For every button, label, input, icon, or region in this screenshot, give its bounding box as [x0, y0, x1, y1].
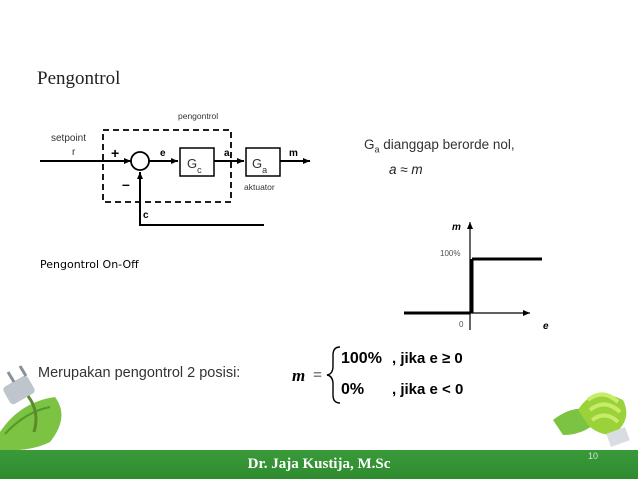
case1-condition: , jika e ≥ 0 — [392, 350, 463, 367]
plug-icon — [0, 365, 62, 451]
setpoint-label: setpoint — [51, 133, 86, 144]
equation-lhs: m — [292, 366, 305, 385]
section-subtitle: Pengontrol On-Off — [40, 258, 139, 271]
svg-text:Ga: Ga — [252, 156, 267, 175]
footer-author: Dr. Jaja Kustija, M.Sc — [247, 456, 391, 472]
minus-sign: – — [122, 176, 130, 192]
controller-group-box — [102, 129, 232, 203]
plot-y-label: m — [452, 222, 461, 233]
actuator-label: aktuator — [244, 182, 275, 192]
case2-condition: , jika e < 0 — [392, 381, 463, 398]
assumption-sub: a — [374, 144, 380, 155]
assumption-line-2: a ≈ m — [389, 162, 423, 177]
actuator-block-label: G — [252, 156, 262, 171]
plot-level-label: 100% — [440, 249, 460, 258]
assumption-g: G — [364, 137, 375, 152]
input-signal-label: r — [72, 147, 76, 158]
description-text: Merupakan pengontrol 2 posisi: — [38, 365, 241, 381]
page-number: 10 — [588, 451, 599, 461]
plot-x-label: e — [543, 321, 549, 332]
assumption-line-1: Ga dianggap berorde nol, — [364, 137, 515, 155]
equation-equals: = — [313, 367, 322, 384]
equation-brace — [326, 346, 341, 404]
feedback-line — [137, 172, 264, 226]
plot-origin-label: 0 — [459, 320, 464, 329]
light-bulb-icon — [553, 392, 630, 447]
assumption-rest: dianggap berorde nol, — [379, 137, 515, 152]
actuator-block — [245, 147, 281, 177]
controller-block-sub: c — [197, 165, 202, 175]
case1-value: 100% — [341, 350, 382, 367]
case2-value: 0% — [341, 381, 364, 398]
controller-block-label: G — [187, 156, 197, 171]
feedback-label: c — [143, 210, 149, 221]
svg-text:Gc: Gc — [187, 156, 202, 175]
footer-bar — [0, 450, 638, 479]
output-label: m — [289, 148, 298, 159]
plus-sign: + — [111, 145, 119, 161]
error-label: e — [160, 148, 166, 159]
group-label: pengontrol — [178, 111, 218, 121]
actuator-block-sub: a — [262, 165, 267, 175]
actuation-label: a — [224, 148, 230, 159]
slide-title: Pengontrol — [37, 68, 121, 89]
